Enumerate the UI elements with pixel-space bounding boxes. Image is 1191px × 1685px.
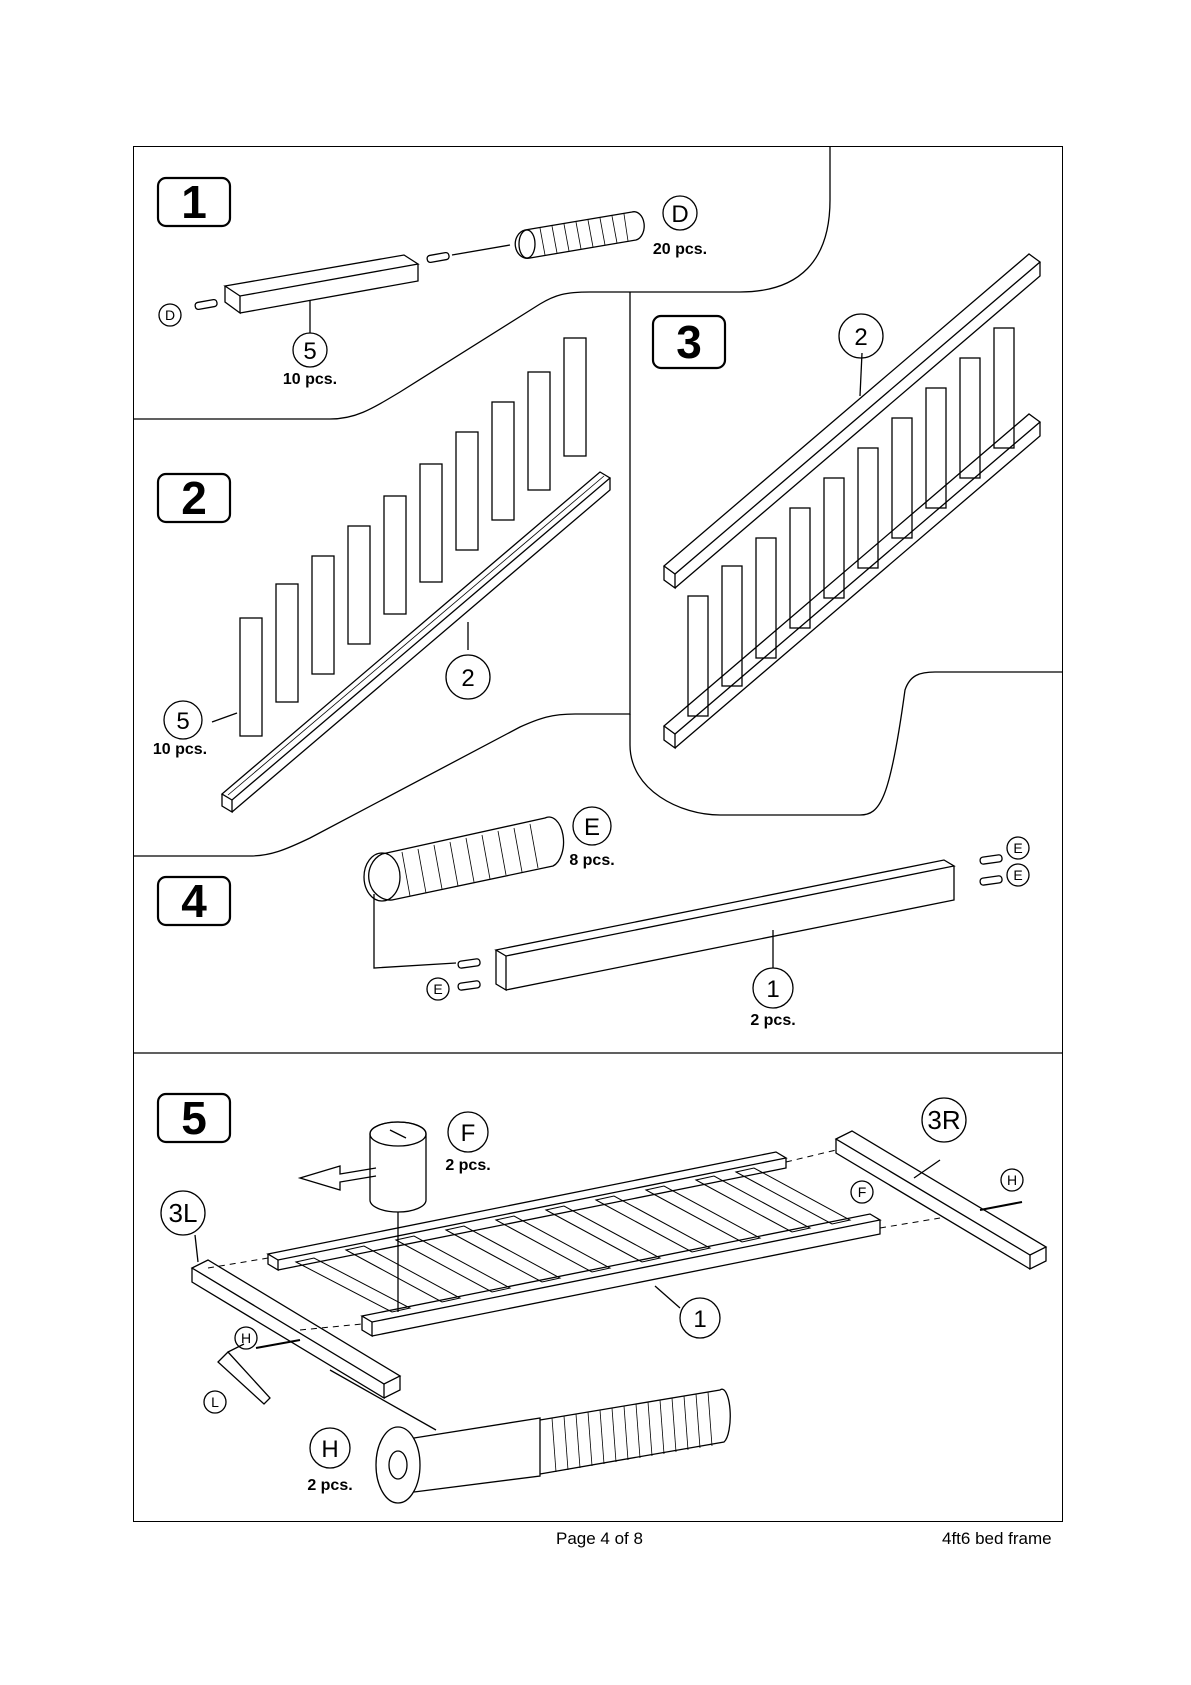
step4-artwork	[364, 807, 1029, 1008]
step3-part-2-label: 2	[854, 324, 867, 351]
step1-part-5-label: 5	[303, 338, 316, 365]
separator-step3	[630, 672, 1063, 815]
step5-part-h-label: H	[321, 1436, 338, 1463]
step5-small-h-right: H	[1007, 1172, 1017, 1188]
step1-part-d-qty: 20 pcs.	[653, 241, 707, 258]
step5-small-l: L	[211, 1394, 219, 1410]
step5-part-f-label: F	[461, 1120, 476, 1147]
step2-part-5-label: 5	[176, 708, 189, 735]
step5-small-h-left: H	[241, 1330, 251, 1346]
step4-small-e-left: E	[433, 981, 442, 997]
step4-part-e-label: E	[584, 814, 600, 841]
step1-artwork	[159, 196, 697, 367]
step4-small-e-top: E	[1013, 840, 1022, 856]
document-title: 4ft6 bed frame	[942, 1529, 1052, 1549]
step2-part-2-label: 2	[461, 665, 474, 692]
step1-part-d-label: D	[671, 201, 688, 228]
step5-part-f-qty: 2 pcs.	[445, 1157, 490, 1174]
step1-number: 1	[181, 176, 207, 228]
step3-artwork	[664, 254, 1040, 748]
step5-part-3r-label: 3R	[927, 1105, 960, 1135]
page-number: Page 4 of 8	[556, 1529, 643, 1549]
step1-part-5-qty: 10 pcs.	[283, 371, 337, 388]
step2-artwork	[164, 338, 610, 812]
step5-part-h-qty: 2 pcs.	[307, 1477, 352, 1494]
step5-part-1-label: 1	[693, 1306, 706, 1333]
step4-part-e-qty: 8 pcs.	[569, 852, 614, 869]
step5-small-f: F	[858, 1184, 867, 1200]
separator-step1	[133, 146, 830, 419]
step4-part-1-label: 1	[766, 976, 779, 1003]
step2-part-5-qty: 10 pcs.	[153, 741, 207, 758]
step4-part-1-qty: 2 pcs.	[750, 1012, 795, 1029]
step5-artwork	[161, 1098, 1046, 1503]
step4-number: 4	[181, 875, 207, 927]
step1-small-d-label: D	[165, 307, 175, 323]
step2-number: 2	[181, 472, 207, 524]
separator-step2	[133, 292, 630, 856]
step5-number: 5	[181, 1092, 207, 1144]
step3-number: 3	[676, 316, 702, 368]
step4-small-e-bottom: E	[1013, 867, 1022, 883]
step5-part-3l-label: 3L	[169, 1198, 198, 1228]
